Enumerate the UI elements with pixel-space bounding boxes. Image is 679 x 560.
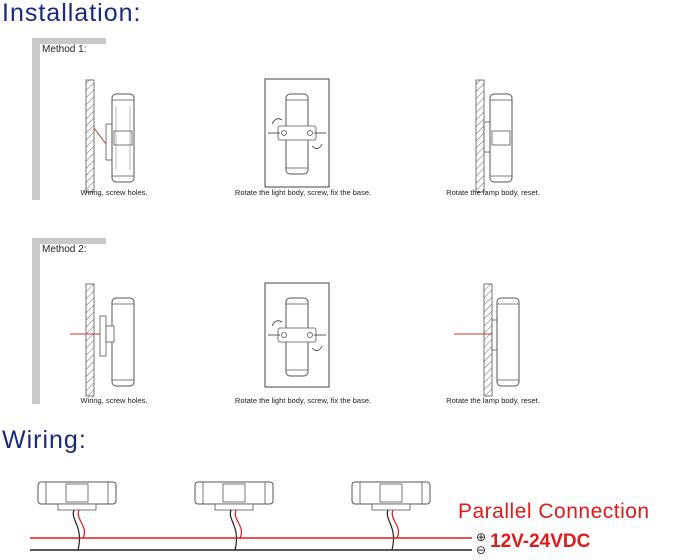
method-1-step-1-caption: Wiring, screw holes. xyxy=(80,188,148,197)
wiring-title: Wiring: xyxy=(2,426,87,454)
method-2-label: Method 2: xyxy=(42,244,87,255)
method-2-step-2 xyxy=(260,280,400,400)
reset-diagram xyxy=(475,79,513,193)
parallel-connection-label: Parallel Connection xyxy=(458,500,650,523)
parallel-wiring-diagram xyxy=(30,481,472,551)
method-1-panel: Method 1: Wiring, screw holes. xyxy=(32,38,672,200)
method-1-step-3-caption: Rotate the lamp body, reset. xyxy=(446,188,540,197)
lamp-2 xyxy=(194,481,274,551)
voltage-label: 12V-24VDC xyxy=(490,531,591,552)
method-2-step-3-caption: Rotate the lamp body, reset. xyxy=(446,396,540,405)
method-2-top-bar xyxy=(32,238,106,244)
wall-mount-diagram xyxy=(70,283,135,397)
wall-mount-diagram xyxy=(85,79,135,193)
method-2-side-bar xyxy=(32,238,40,404)
negative-terminal-icon: ⊖ xyxy=(476,543,487,557)
method-2-step-3 xyxy=(452,280,592,400)
method-2-panel: Method 2: Wiring, screw holes. xyxy=(32,238,672,405)
method-1-step-2 xyxy=(260,76,400,196)
positive-terminal-icon: ⊕ xyxy=(476,530,487,544)
lamp-3 xyxy=(351,481,431,551)
installation-title: Installation: xyxy=(2,0,142,27)
method-1-label: Method 1: xyxy=(42,44,87,55)
method-1-side-bar xyxy=(32,38,40,200)
reset-diagram xyxy=(454,283,520,397)
method-1-step-2-caption: Rotate the light body, screw, fix the ba… xyxy=(234,188,372,197)
rotate-body-diagram xyxy=(264,78,330,188)
method-2-step-2-caption: Rotate the light body, screw, fix the ba… xyxy=(234,396,372,405)
method-2-step-1-caption: Wiring, screw holes. xyxy=(80,396,148,405)
method-1-step-1 xyxy=(72,76,212,196)
method-1-top-bar xyxy=(32,38,106,44)
method-2-step-1 xyxy=(62,280,202,400)
lamp-1 xyxy=(37,481,117,551)
rotate-body-diagram xyxy=(264,282,330,388)
method-1-step-3 xyxy=(470,76,610,196)
